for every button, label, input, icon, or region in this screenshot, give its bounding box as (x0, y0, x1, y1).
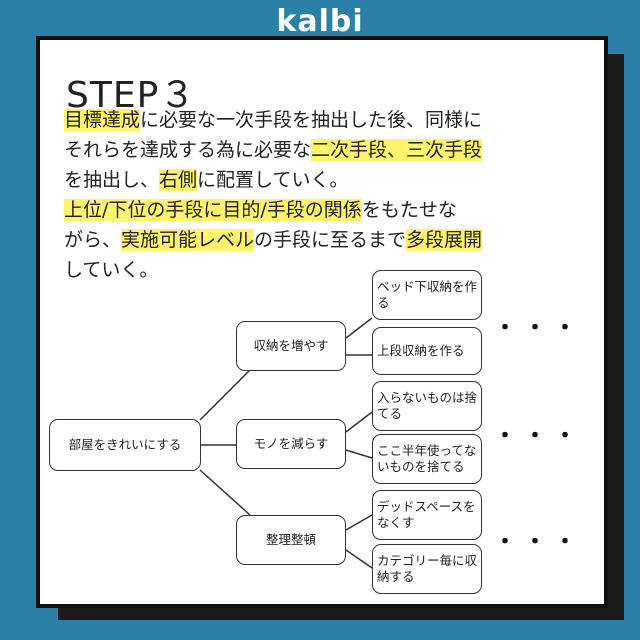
highlighted-text: 目標達成 (64, 109, 141, 131)
connector-root-l1-3 (199, 469, 251, 516)
tree-level2-2: 上段収納を作る (372, 327, 482, 375)
text-line-5: がら、実施可能レベルの手段に至るまで多段展開 (64, 225, 594, 255)
text-segment: がら、 (64, 229, 122, 251)
content-card: STEP３ 目標達成に必要な一次手段を抽出した後、同様に それらを達成する為に必… (36, 36, 608, 608)
connector-l1-3-a (345, 514, 373, 531)
ellipsis-2: ・・・ (494, 424, 585, 449)
text-line-6: していく。 (64, 255, 594, 285)
brand-logo: kalbi (276, 4, 364, 39)
text-segment: していく。 (64, 259, 159, 281)
text-line-1: 目標達成に必要な一次手段を抽出した後、同様に (64, 105, 594, 135)
text-line-2: それらを達成する為に必要な二次手段、三次手段 (64, 135, 594, 165)
text-segment: の手段に至るまで (254, 229, 407, 251)
tree-level1-2: モノを減らす (236, 419, 346, 469)
tree-level2-6: カテゴリー毎に収納する (372, 544, 482, 594)
connector-l1-2-b (345, 449, 373, 459)
tree-root: 部屋をきれいにする (49, 419, 201, 471)
connector-l1-1-a (345, 317, 373, 339)
text-segment: に配置していく。 (197, 169, 349, 191)
tree-level2-1: ベッド下収納を作る (372, 270, 482, 320)
ellipsis-1: ・・・ (494, 316, 585, 341)
text-segment: それらを達成する為に必要な (64, 139, 312, 161)
highlighted-text: 二次手段、三次手段 (311, 139, 483, 161)
tree-level1-3: 整理整頓 (236, 515, 346, 565)
highlighted-text: 多段展開 (406, 229, 483, 251)
tree-level2-4: ここ半年使ってないものを捨てる (372, 434, 482, 484)
tree-level2-3: 入らないものは捨てる (372, 381, 482, 431)
highlighted-text: 右側 (159, 169, 198, 191)
text-segment: を抽出し、 (64, 169, 160, 191)
text-line-3: を抽出し、右側に配置していく。 (64, 165, 594, 195)
connector-root-l1-1 (199, 369, 251, 421)
text-line-4: 上位/下位の手段に目的/手段の関係をもたせな (64, 195, 594, 225)
connector-l1-2-a (345, 411, 373, 433)
text-segment: に必要な一次手段を抽出した後、同様に (140, 109, 483, 131)
text-segment: をもたせな (361, 199, 457, 221)
highlighted-text: 上位/下位の手段に目的/手段の関係 (64, 199, 362, 221)
explanation-text: 目標達成に必要な一次手段を抽出した後、同様に それらを達成する為に必要な二次手段… (64, 105, 594, 285)
connector-l1-3-b (345, 549, 373, 569)
ellipsis-3: ・・・ (494, 530, 585, 555)
highlighted-text: 実施可能レベル (121, 229, 255, 251)
tree-level2-5: デッドスペースをなくす (372, 490, 482, 540)
tree-level1-1: 収納を増やす (236, 321, 346, 371)
